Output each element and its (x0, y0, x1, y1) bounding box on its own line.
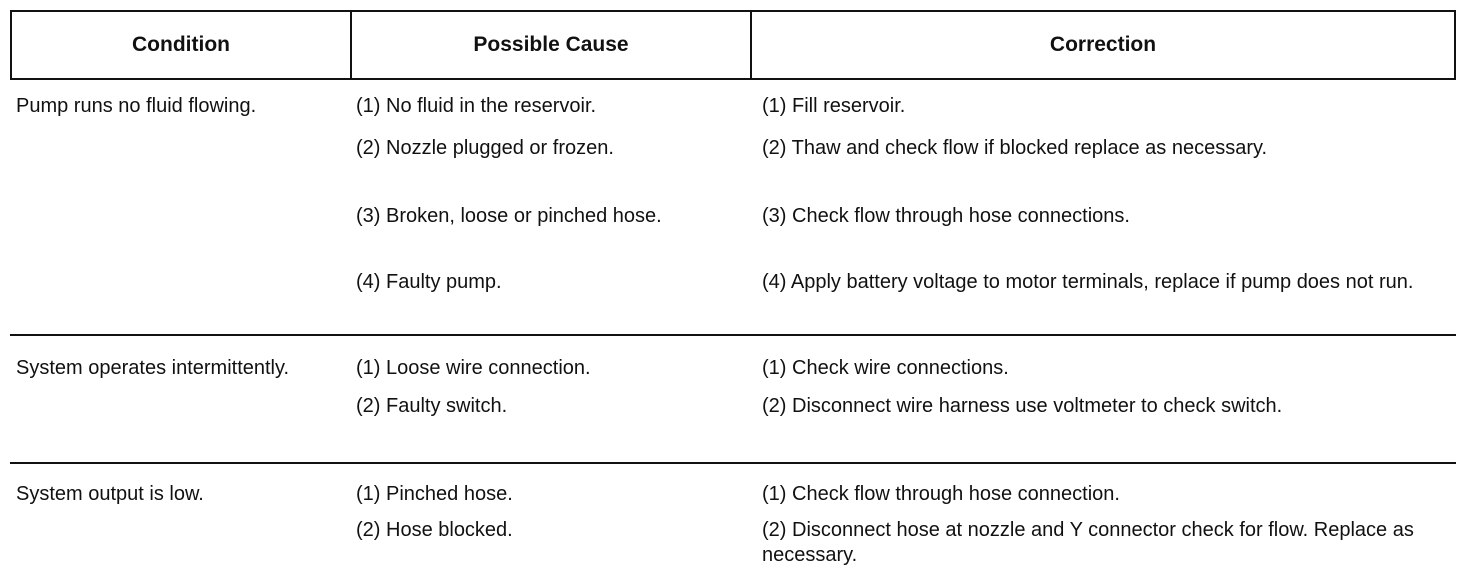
cause-text: (2) Hose blocked. (356, 519, 513, 541)
correction-text: (2) Thaw and check flow if blocked repla… (762, 137, 1268, 159)
condition-group-1: Pump runs no fluid flowing. (1) No fluid… (10, 80, 1456, 336)
correction-text: (4) Apply battery voltage to motor termi… (762, 271, 1414, 293)
cause-text: (1) Loose wire connection. (356, 357, 591, 379)
condition-group-3: System output is low. (1) Pinched hose. … (10, 464, 1456, 588)
correction-text: (1) Fill reservoir. (762, 95, 906, 117)
condition-group-2: System operates intermittently. (1) Loos… (10, 336, 1456, 464)
cause-text: (1) Pinched hose. (356, 483, 513, 505)
condition-text: System operates intermittently. (16, 357, 290, 379)
header-possible-cause: Possible Cause (352, 12, 752, 78)
header-correction: Correction (1049, 33, 1157, 56)
correction-text: (2) Disconnect wire harness use voltmete… (762, 395, 1283, 417)
correction-text: (2) Disconnect hose at nozzle and Y conn… (762, 519, 1414, 566)
header-condition: Condition (12, 12, 352, 78)
cause-text: (2) Faulty switch. (356, 395, 508, 417)
cause-text: (2) Nozzle plugged or frozen. (356, 137, 614, 159)
table-header: Condition Possible Cause Correction (10, 10, 1456, 80)
correction-text: (3) Check flow through hose connections. (762, 205, 1130, 227)
cause-text: (4) Faulty pump. (356, 271, 502, 293)
condition-text: Pump runs no fluid flowing. (16, 95, 257, 117)
cause-text: (3) Broken, loose or pinched hose. (356, 205, 662, 227)
cause-text: (1) No fluid in the reservoir. (356, 95, 597, 117)
condition-text: System output is low. (16, 483, 204, 505)
correction-text: (1) Check wire connections. (762, 357, 1009, 379)
correction-text: (1) Check flow through hose connection. (762, 483, 1120, 505)
troubleshooting-table: Condition Possible Cause Correction Pump… (10, 10, 1456, 588)
